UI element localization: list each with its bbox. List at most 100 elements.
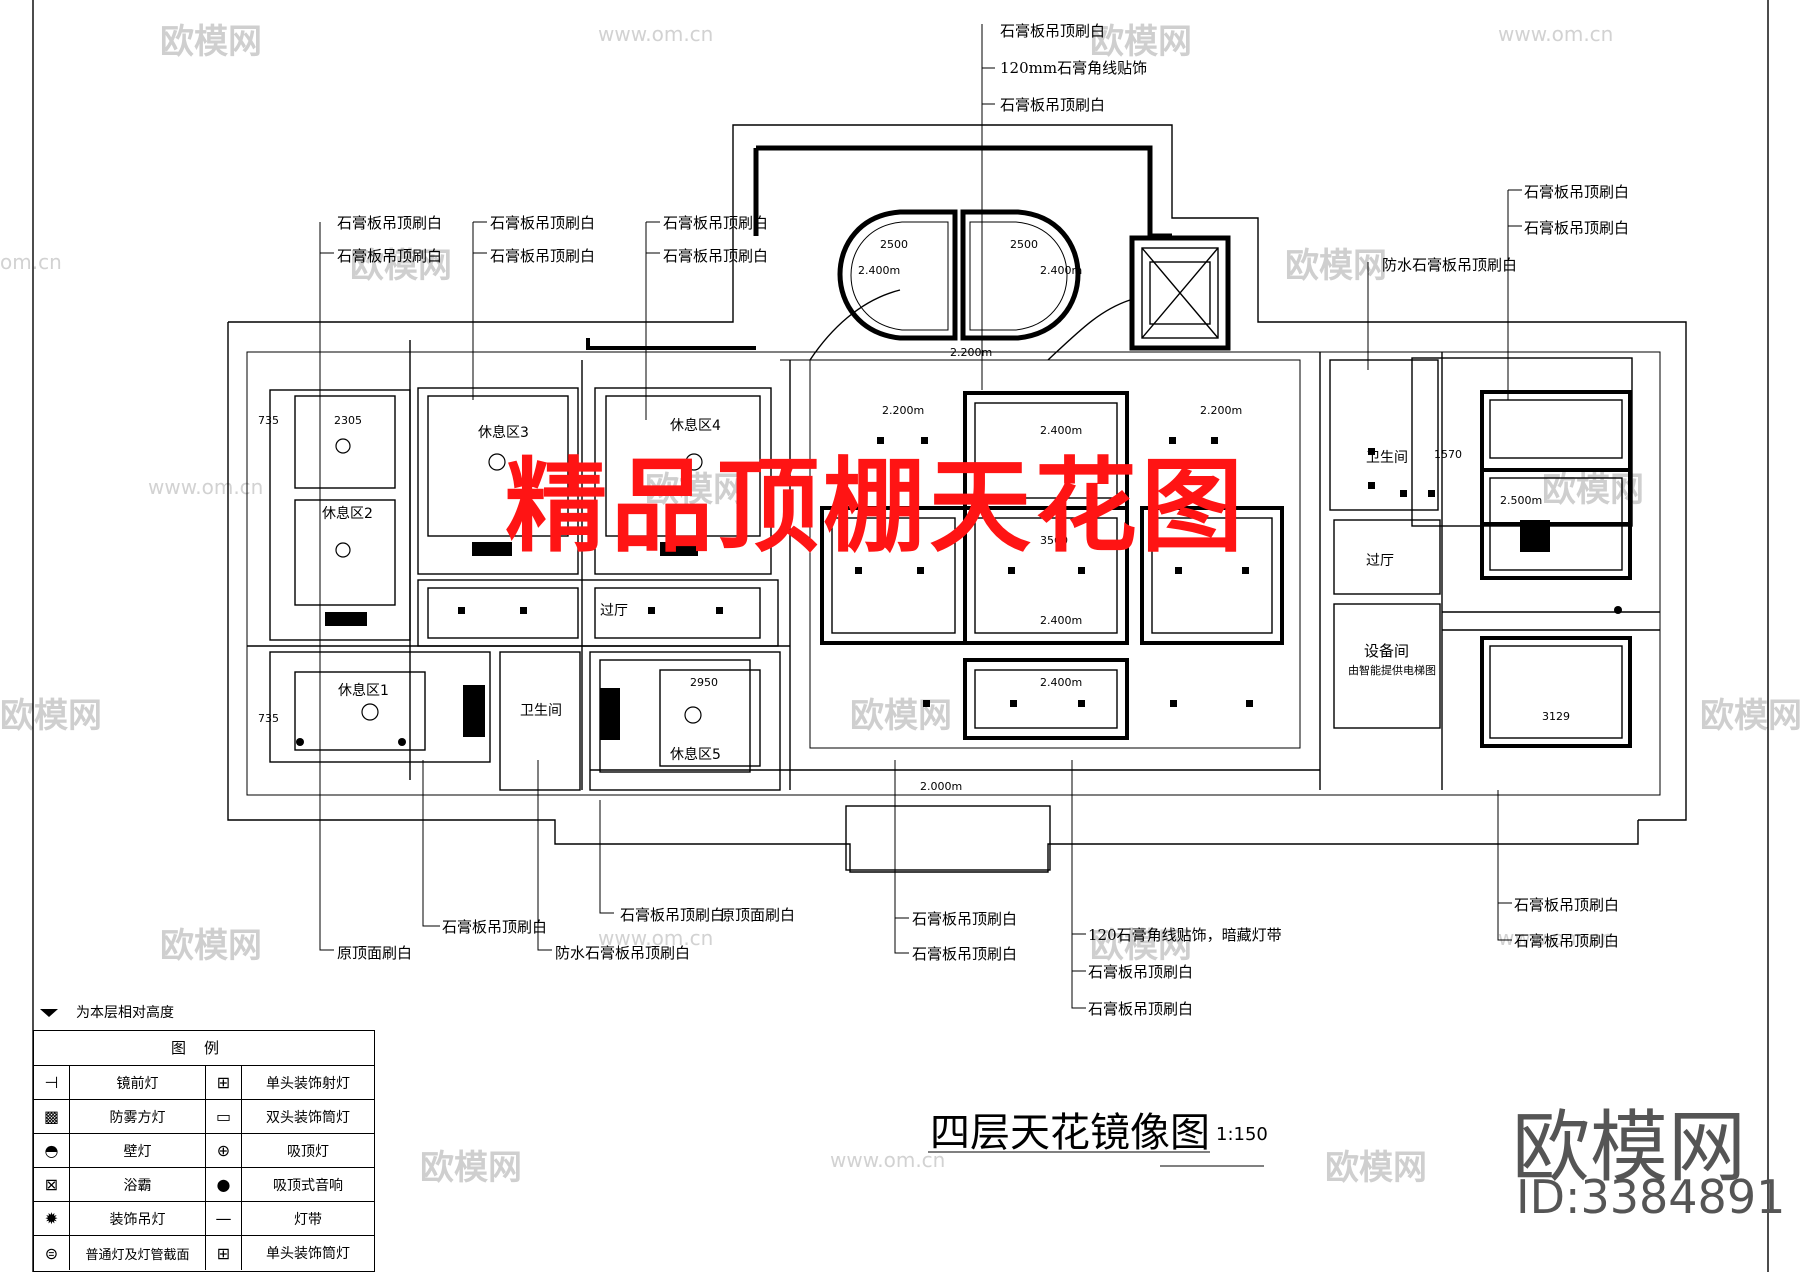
note-left-c2: 石膏板吊顶刷白	[663, 247, 769, 265]
watermark-logo: 欧模网	[645, 470, 747, 510]
note-right-b1: 石膏板吊顶刷白	[1524, 183, 1630, 201]
level-mark: 2.500m	[1500, 494, 1543, 507]
legend-label: 灯带	[242, 1202, 374, 1236]
chandelier-icon: ✹	[34, 1202, 70, 1236]
note-bot-r2: 石膏板吊顶刷白	[1514, 932, 1620, 950]
note-left-c1: 石膏板吊顶刷白	[663, 214, 769, 232]
note-top-3: 石膏板吊顶刷白	[1000, 96, 1106, 114]
note-right-a: 防水石膏板吊顶刷白	[1382, 256, 1518, 274]
legend-label: 普通灯及灯管截面	[70, 1236, 206, 1270]
dimension-label: 1570	[1434, 448, 1462, 461]
room-label-hall-left: 过厅	[600, 603, 628, 619]
note-left-b1: 石膏板吊顶刷白	[490, 214, 596, 232]
note-right-b2: 石膏板吊顶刷白	[1524, 219, 1630, 237]
ceiling-speaker-icon: ●	[206, 1168, 242, 1202]
watermark-logo: 欧模网	[850, 696, 952, 736]
note-bot-1: 原顶面刷白	[337, 944, 413, 962]
watermark-url: www.om.cn	[598, 926, 714, 950]
fogproof-light-icon: ▩	[34, 1100, 70, 1134]
legend-label: 壁灯	[70, 1134, 206, 1168]
legend-grid: ⊣ 镜前灯 ⊞ 单头装饰射灯 ▩ 防雾方灯 ▭ 双头装饰筒灯 ◓ 壁灯 ⊕ 吸顶…	[34, 1066, 374, 1270]
legend-label: 吸顶式音响	[242, 1168, 374, 1202]
room-label-rest5: 休息区5	[670, 747, 721, 763]
single-downlight-icon: ⊞	[206, 1236, 242, 1270]
note-bot-6: 石膏板吊顶刷白	[912, 910, 1018, 928]
dimension-label: 2500	[1010, 238, 1038, 251]
single-spotlight-icon: ⊞	[206, 1066, 242, 1100]
watermark-url: om.cn	[0, 250, 62, 274]
room-label-equip-sub: 由智能提供电梯图	[1348, 664, 1436, 677]
level-mark: 2.400m	[1040, 614, 1083, 627]
room-label-wc-right: 卫生间	[1366, 450, 1408, 466]
watermark-logo: 欧模网	[1090, 22, 1192, 62]
room-label-wc-left: 卫生间	[520, 703, 562, 719]
room-label-rest4: 休息区4	[670, 418, 721, 434]
legend-table: 图例 ⊣ 镜前灯 ⊞ 单头装饰射灯 ▩ 防雾方灯 ▭ 双头装饰筒灯 ◓ 壁灯 ⊕…	[33, 1030, 375, 1272]
watermark-logo: 欧模网	[1090, 926, 1192, 966]
level-mark: 2.400m	[1040, 424, 1083, 437]
legend-label: 防雾方灯	[70, 1100, 206, 1134]
bath-heater-icon: ⊠	[34, 1168, 70, 1202]
room-label-rest2: 休息区2	[322, 506, 373, 522]
legend-label: 吸顶灯	[242, 1134, 374, 1168]
watermark-logo: 欧模网	[1285, 246, 1387, 286]
legend-label: 单头装饰射灯	[242, 1066, 374, 1100]
level-mark: 2.400m	[1040, 264, 1083, 277]
room-label-equip: 设备间	[1364, 642, 1410, 660]
watermark-logo: 欧模网	[350, 246, 452, 286]
room-label-hall-right: 过厅	[1366, 553, 1394, 569]
note-bot-8: 120石膏角线贴饰，暗藏灯带	[1088, 926, 1282, 944]
watermark-logo: 欧模网	[160, 22, 262, 62]
note-bot-4: 石膏板吊顶刷白	[620, 906, 726, 924]
legend-label: 镜前灯	[70, 1066, 206, 1100]
legend-label: 装饰吊灯	[70, 1202, 206, 1236]
level-mark: 2.400m	[1040, 676, 1083, 689]
drawing-title: 四层天花镜像图	[930, 1110, 1210, 1156]
note-bot-r1: 石膏板吊顶刷白	[1514, 896, 1620, 914]
brand-id: ID:3384891	[1516, 1170, 1786, 1224]
note-bot-5: 原顶面刷白	[720, 906, 796, 924]
wall-lamp-icon: ◓	[34, 1134, 70, 1168]
note-left-b2: 石膏板吊顶刷白	[490, 247, 596, 265]
mirror-light-icon: ⊣	[34, 1066, 70, 1100]
dimension-label: 735	[258, 414, 279, 427]
lamp-section-icon: ⊜	[34, 1236, 70, 1270]
watermark-logo: 欧模网	[420, 1148, 522, 1188]
dimension-label: 3129	[1542, 710, 1570, 723]
light-strip-icon: —	[206, 1202, 242, 1236]
legend-note-text: 为本层相对高度	[76, 1005, 174, 1021]
legend-label: 双头装饰筒灯	[242, 1100, 374, 1134]
watermark-logo: 欧模网	[1700, 696, 1800, 736]
watermark-url: www.om.cn	[1498, 22, 1614, 46]
note-left-a1: 石膏板吊顶刷白	[337, 214, 443, 232]
level-mark: 2.200m	[950, 346, 993, 359]
note-top-1: 石膏板吊顶刷白	[1000, 22, 1106, 40]
dimension-label: 3560	[1040, 534, 1068, 547]
legend-label: 单头装饰筒灯	[266, 1246, 350, 1262]
brand-logo-text: 欧模网	[1512, 1103, 1747, 1193]
legend-note: 为本层相对高度	[40, 1002, 174, 1022]
ceiling-light-icon: ⊕	[206, 1134, 242, 1168]
note-bot-2: 石膏板吊顶刷白	[442, 918, 548, 936]
drawing-scale: 1:150	[1216, 1124, 1268, 1145]
room-label-rest1: 休息区1	[338, 683, 389, 699]
overlay-title: 精品顶棚天花图	[505, 448, 1247, 567]
dimension-label: 2950	[690, 676, 718, 689]
room-label-rest3: 休息区3	[478, 425, 529, 441]
note-bot-9: 石膏板吊顶刷白	[1088, 963, 1194, 981]
note-top-2: 120mm石膏角线贴饰	[1000, 59, 1148, 77]
legend-label: 浴霸	[70, 1168, 206, 1202]
level-mark: 2.400m	[858, 264, 901, 277]
legend-header: 图例	[34, 1031, 374, 1066]
level-mark: 2.200m	[882, 404, 925, 417]
note-bot-3: 防水石膏板吊顶刷白	[555, 944, 691, 962]
note-bot-10: 石膏板吊顶刷白	[1088, 1000, 1194, 1018]
watermark-logo: 欧模网	[1542, 470, 1644, 510]
dimension-label: 2305	[334, 414, 362, 427]
watermark-url: www.om.cn	[598, 22, 714, 46]
watermark-logo: 欧模网	[1325, 1148, 1427, 1188]
watermark-logo: 欧模网	[0, 696, 102, 736]
note-left-a2: 石膏板吊顶刷白	[337, 247, 443, 265]
level-triangle-icon	[40, 1009, 58, 1017]
